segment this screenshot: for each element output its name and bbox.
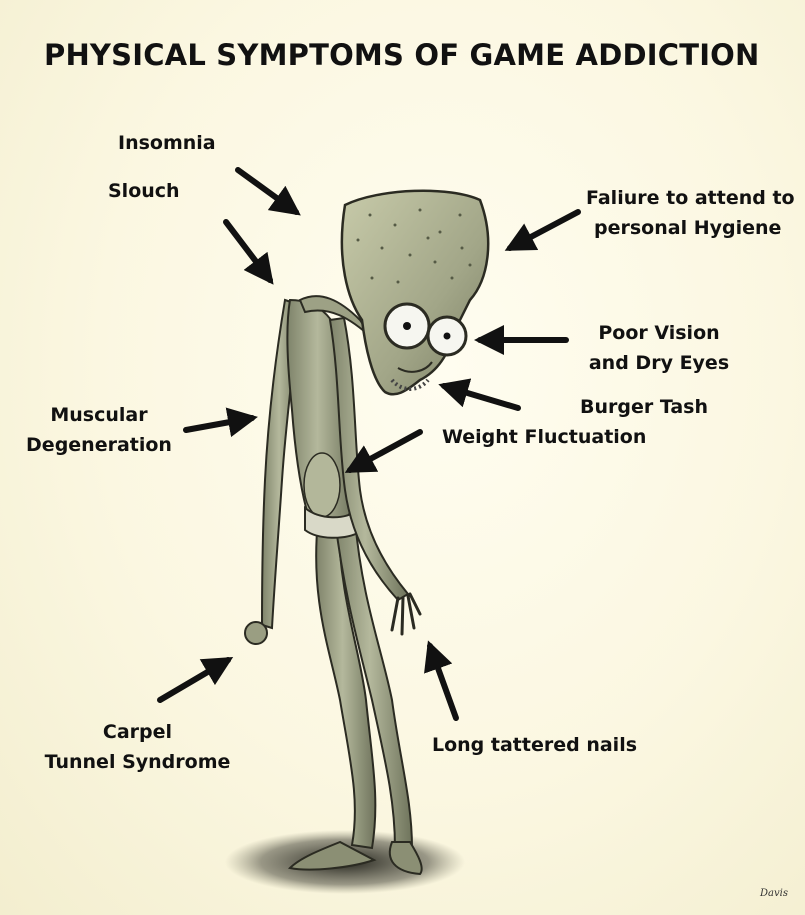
belly	[304, 453, 340, 517]
label-carpel-line1: Carpel	[30, 717, 245, 747]
left-pupil	[403, 322, 411, 330]
right-pupil	[444, 333, 451, 340]
arrow-carpel	[160, 660, 228, 700]
label-insomnia: Insomnia	[118, 128, 216, 158]
arrow-weight	[350, 432, 420, 470]
artist-signature: Davis	[760, 888, 788, 899]
arrow-burger-tash	[444, 386, 518, 408]
label-hygiene-line2: personal Hygiene	[586, 213, 795, 243]
label-weight-fluctuation: Weight Fluctuation	[442, 422, 646, 452]
label-muscular-line2: Degeneration	[14, 430, 184, 460]
label-hygiene: Faliure to attend to personal Hygiene	[586, 183, 795, 243]
arrow-insomnia	[238, 170, 296, 212]
label-burger-tash: Burger Tash	[580, 392, 708, 422]
label-nails: Long tattered nails	[432, 730, 637, 760]
label-hygiene-line1: Faliure to attend to	[586, 183, 795, 213]
arrow-hygiene	[510, 212, 578, 248]
long-fingers	[392, 594, 420, 634]
arrow-muscular	[186, 418, 252, 430]
label-carpel: Carpel Tunnel Syndrome	[30, 717, 245, 777]
arrow-nails	[430, 646, 456, 718]
head	[342, 191, 488, 395]
label-vision-line1: Poor Vision	[574, 318, 744, 348]
curled-hand	[245, 622, 267, 644]
label-muscular: Muscular Degeneration	[14, 400, 184, 460]
page-title: PHYSICAL SYMPTOMS OF GAME ADDICTION	[44, 38, 760, 72]
label-vision-line2: and Dry Eyes	[574, 348, 744, 378]
arrow-slouch	[226, 222, 270, 280]
label-vision: Poor Vision and Dry Eyes	[574, 318, 744, 378]
label-slouch: Slouch	[108, 176, 180, 206]
label-muscular-line1: Muscular	[14, 400, 184, 430]
label-carpel-line2: Tunnel Syndrome	[30, 747, 245, 777]
